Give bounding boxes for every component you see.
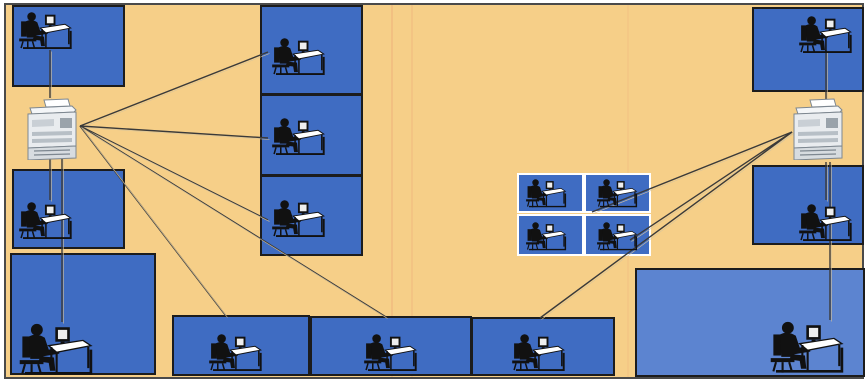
network-cables <box>49 50 832 324</box>
office-rooms <box>10 5 865 377</box>
network-cable-shade <box>593 133 794 214</box>
network-cable <box>629 131 793 241</box>
room-top-left <box>12 5 125 87</box>
network-cable <box>539 131 793 319</box>
network-cable-shade <box>81 127 388 319</box>
network-cable-shade <box>541 133 794 320</box>
network-cable-shade <box>81 53 270 128</box>
network-cable <box>79 125 269 139</box>
room-right-bottom <box>635 268 865 377</box>
network-cable-shade <box>81 127 270 222</box>
network-cable-shade <box>81 127 228 318</box>
network-cable <box>79 125 387 318</box>
network-cable <box>79 51 269 127</box>
network-cable-shade <box>81 127 270 140</box>
printer-left-icon[interactable] <box>27 98 77 160</box>
printer-right-icon[interactable] <box>793 98 843 160</box>
network-cable <box>79 125 269 221</box>
network-cable <box>591 131 793 213</box>
